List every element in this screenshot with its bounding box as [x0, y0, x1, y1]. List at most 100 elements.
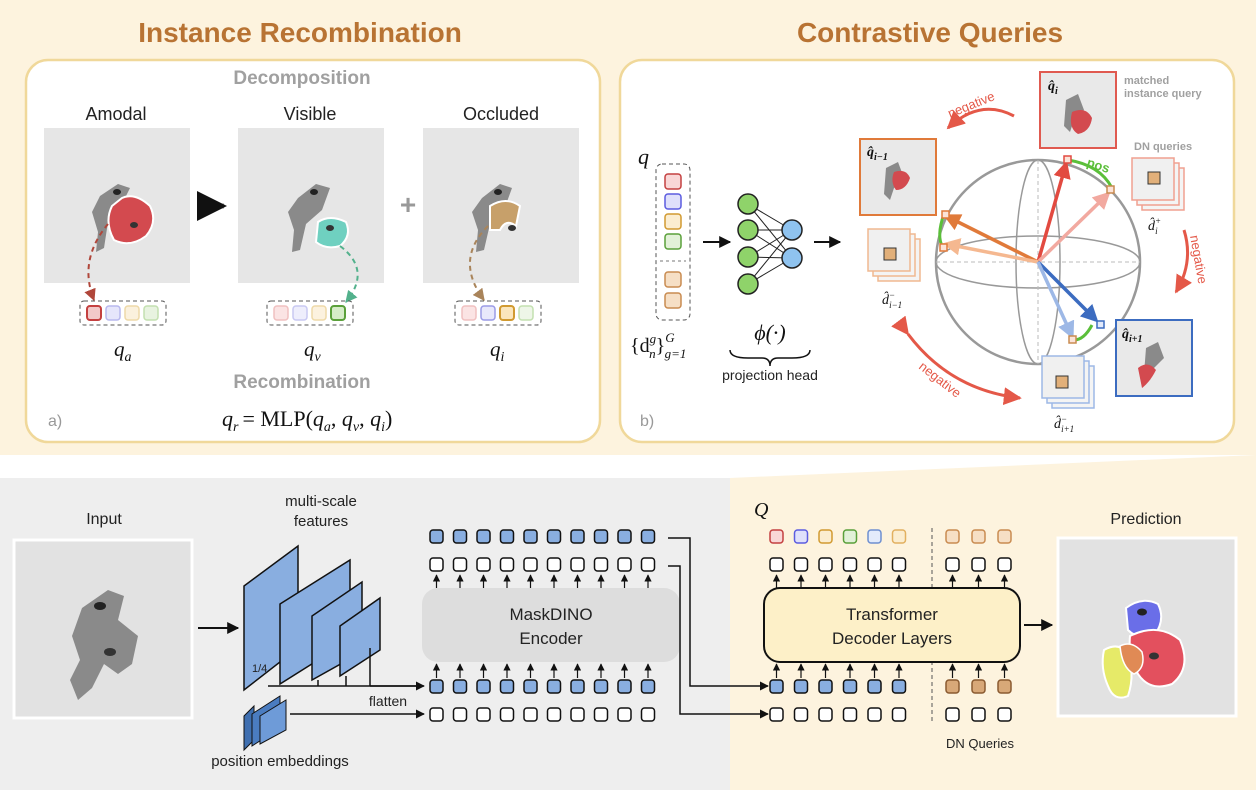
decoder-arrows: [772, 574, 1009, 678]
encoder-pos-token: [429, 707, 444, 722]
decoder-input-token: [818, 679, 833, 694]
encoder-empty-token: [499, 557, 515, 572]
prediction-image: [1056, 536, 1238, 718]
encoder-output-tokens: [429, 529, 656, 544]
decoder-input-token: [793, 679, 809, 694]
decoder-query-token: [793, 529, 809, 544]
decoder-label-2: Decoder Layers: [832, 629, 952, 648]
amodal-image: [44, 128, 190, 283]
dn-pos-token: [945, 707, 960, 722]
encoder-empty-token: [523, 557, 538, 572]
q-hat-ip1-label: q̂i+1: [1122, 327, 1142, 345]
decoder-query-tokens: [769, 529, 1012, 544]
decoder-empty-token: [842, 557, 858, 572]
dn-queries-label: DN queries: [1134, 141, 1192, 153]
encoder-input-token: [570, 679, 585, 694]
dn-input-token: [971, 679, 986, 694]
encoder-to-decoder-line: [668, 537, 769, 691]
encoder-output-token: [617, 529, 632, 544]
vector-qi: [1036, 160, 1071, 263]
encoder-empty-token: [593, 557, 609, 572]
encoder-input-token: [617, 679, 632, 694]
encoder-output-token: [476, 529, 491, 544]
encoder-input-token: [640, 679, 656, 694]
occluded-arrow: [469, 225, 489, 301]
occluded-image: [423, 128, 579, 283]
tip-qi: [1063, 155, 1072, 164]
encoder-pos-tokens: [429, 707, 656, 722]
decoder-query-token: [842, 529, 858, 544]
decoder-pos-token: [891, 707, 907, 722]
encoder-output-token: [570, 529, 585, 544]
encoder-input-token: [452, 679, 468, 694]
encoder-pos-token: [593, 707, 609, 722]
query-stack: [655, 163, 691, 321]
decoder-input-tokens: [769, 679, 1012, 694]
decoder-pos-token: [842, 707, 858, 722]
encoder-input-token: [523, 679, 538, 694]
q-hat-ip1-box: [1115, 319, 1193, 397]
q-v-label: qv: [304, 337, 322, 365]
matched-line-1: matched: [1124, 75, 1169, 87]
encoder-empty-token: [429, 557, 444, 572]
label-a: a): [48, 413, 62, 430]
one-quarter-label: 1/4: [252, 663, 267, 675]
q-i-label: qi: [490, 337, 505, 365]
Q-label: Q: [754, 499, 769, 521]
tip-dim1: [939, 243, 948, 252]
encoder-output-token: [499, 529, 515, 544]
decoder-empty-token: [891, 557, 907, 572]
decoder-pos-token: [793, 707, 809, 722]
encoder-pos-token: [499, 707, 515, 722]
encoder-output-token: [523, 529, 538, 544]
encoder-input-token: [593, 679, 609, 694]
q-hat-i-box: [1039, 71, 1117, 149]
position-embedding-icon: [243, 695, 287, 752]
encoder-pos-token: [617, 707, 632, 722]
visible-arrow: [339, 245, 359, 303]
amodal-arrow: [84, 223, 109, 302]
dn-query-token: [997, 529, 1012, 544]
col-visible: Visible: [284, 104, 337, 124]
encoder-label-1: MaskDINO: [509, 605, 592, 624]
dn-empty-token: [945, 557, 960, 572]
brace: [729, 349, 811, 367]
dn-stack-ip1: [1041, 355, 1095, 409]
dn-queries-bottom-label: DN Queries: [946, 736, 1014, 751]
feature-pyramid: [243, 544, 381, 692]
decoder-pos-tokens: [769, 707, 1012, 722]
encoder-pos-token: [523, 707, 538, 722]
q-hat-im1-box: [859, 138, 937, 216]
label-b: b): [640, 413, 654, 430]
dn-empty-token: [971, 557, 986, 572]
vector-qim1: [942, 214, 1039, 264]
decoder-label-1: Transformer: [846, 605, 938, 624]
encoder-label-2: Encoder: [519, 629, 583, 648]
plus-operator: +: [400, 189, 416, 220]
encoder-input-tokens: [429, 679, 656, 694]
decoder-output-tokens: [769, 557, 1012, 572]
encoder-output-token: [640, 529, 656, 544]
pos-to-decoder-line: [668, 565, 769, 719]
encoder-output-token: [452, 529, 468, 544]
connector-wedge: [730, 455, 1256, 478]
d-hat-im1-label: d̂−i−1: [882, 290, 902, 310]
recombination-heading: Recombination: [233, 372, 370, 393]
encoder-output-token: [429, 529, 444, 544]
q-hat-im1-label: q̂i−1: [867, 145, 888, 163]
decoder-input-token: [891, 679, 907, 694]
encoder-output-token: [593, 529, 609, 544]
encoder-input-token: [476, 679, 491, 694]
decomposition-heading: Decomposition: [233, 68, 370, 89]
tip-dip1: [1068, 335, 1077, 344]
col-occluded: Occluded: [463, 104, 539, 124]
prediction-label: Prediction: [1110, 511, 1181, 528]
dn-query-token: [945, 529, 960, 544]
projection-head-label: projection head: [722, 367, 818, 383]
tip-qip1: [1096, 320, 1105, 329]
vector-dim1: [942, 238, 1039, 264]
phi-label: ϕ(·): [754, 320, 786, 345]
pos-label: pos: [1085, 155, 1112, 176]
q-label: q: [638, 144, 649, 169]
